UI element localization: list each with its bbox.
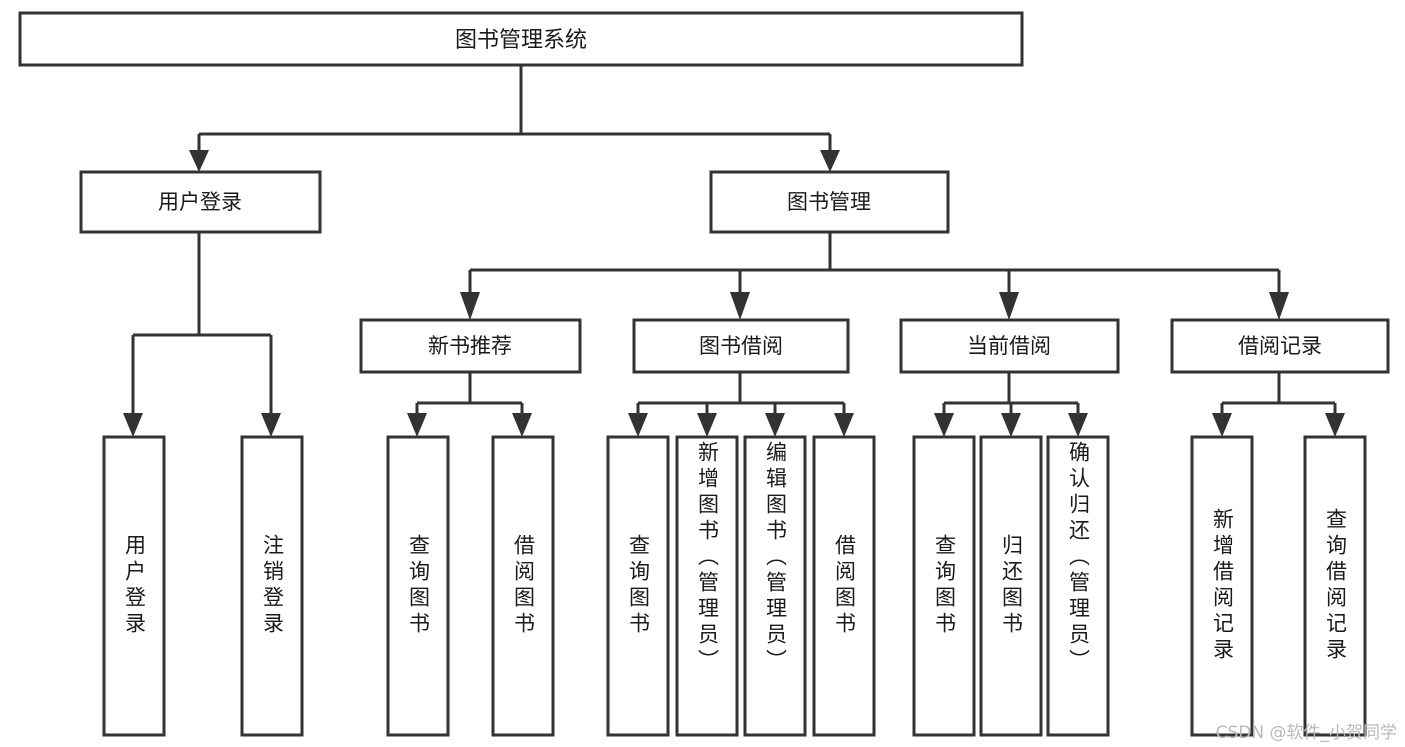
arrow-head-leaf-borrow-book-2: [834, 413, 854, 437]
arrow-head-book-borrow: [730, 292, 750, 320]
arrow-head-current-borrow: [999, 292, 1019, 320]
node-book-manage[interactable]: [709, 170, 950, 234]
arrow-head-leaf-query-record: [1325, 413, 1345, 437]
arrow-head-leaf-add-record: [1212, 413, 1232, 437]
arrow-head-leaf-logout: [261, 413, 281, 437]
node-book-manage-label: 图书管理: [787, 190, 871, 214]
node-borrow-record-label: 借阅记录: [1238, 334, 1322, 358]
node-user-login-label: 用户登录: [158, 190, 242, 214]
nodes: 图书管理系统 用户登录 图书管理 新书推荐 图书借阅 当前借阅 借阅记录: [18, 11, 1390, 737]
arrow-head-new-book-recommend: [460, 292, 480, 320]
node-leaf-borrow-book-1[interactable]: [491, 435, 555, 737]
node-leaf-return-book[interactable]: [979, 435, 1043, 737]
arrow-head-leaf-query-book-3: [934, 413, 954, 437]
node-leaf-logout[interactable]: [240, 435, 304, 737]
node-leaf-query-book-3[interactable]: [912, 435, 976, 737]
node-new-book-recommend[interactable]: [359, 318, 582, 374]
arrow-head-leaf-borrow-book-1: [512, 413, 532, 437]
node-user-login[interactable]: [79, 170, 322, 234]
node-new-book-recommend-label: 新书推荐: [428, 334, 512, 358]
node-leaf-query-book-1[interactable]: [386, 435, 450, 737]
node-book-borrow[interactable]: [632, 318, 850, 374]
node-leaf-confirm-return[interactable]: [1046, 435, 1110, 737]
connectors: [123, 65, 1345, 437]
node-current-borrow[interactable]: [899, 318, 1120, 374]
node-current-borrow-label: 当前借阅: [967, 334, 1051, 358]
node-book-borrow-label: 图书借阅: [699, 334, 783, 358]
node-leaf-query-record[interactable]: [1303, 435, 1367, 737]
arrow-head-leaf-query-book-1: [407, 413, 427, 437]
node-leaf-query-book-2[interactable]: [606, 435, 670, 737]
csdn-watermark: CSDN @软件_小贺同学: [1215, 723, 1397, 743]
node-leaf-edit-book[interactable]: [743, 435, 807, 737]
node-borrow-record[interactable]: [1170, 318, 1390, 374]
node-leaf-add-book[interactable]: [675, 435, 739, 737]
arrow-head-leaf-query-book-2: [628, 413, 648, 437]
arrow-head-leaf-add-book: [697, 413, 717, 437]
arrow-head-leaf-return-book: [1001, 413, 1021, 437]
arrow-head-book-manage: [820, 150, 840, 172]
node-root[interactable]: [18, 11, 1024, 67]
arrow-head-leaf-edit-book: [765, 413, 785, 437]
arrow-head-user-login: [189, 150, 209, 172]
node-root-label: 图书管理系统: [455, 28, 587, 53]
arrow-head-borrow-record: [1269, 292, 1289, 320]
node-leaf-borrow-book-2[interactable]: [812, 435, 876, 737]
node-leaf-user-login[interactable]: [102, 435, 166, 737]
node-leaf-add-record[interactable]: [1190, 435, 1254, 737]
arrow-head-leaf-confirm-return: [1068, 413, 1088, 437]
arrow-head-leaf-user-login: [123, 413, 143, 437]
